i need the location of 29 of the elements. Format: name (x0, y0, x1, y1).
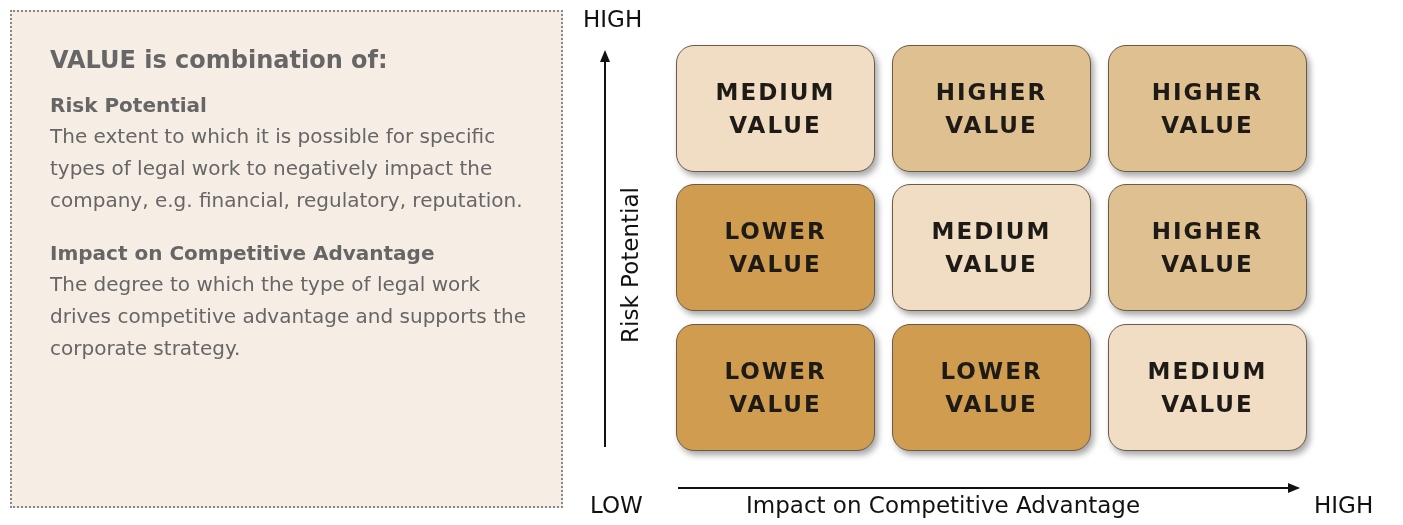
matrix-tile (892, 184, 1091, 311)
axis-title: Impact on Competitive Advantage (746, 492, 1141, 518)
tile-label: LOWER VALUE (723, 216, 828, 279)
matrix-tile (892, 45, 1091, 172)
tile-label: MEDIUM VALUE (714, 77, 837, 140)
matrix-tile (676, 184, 875, 311)
paragraph: The extent to which it is possible for specific types of legal work to negatively impact the company, e.g. financial, regulatory, reputation. (50, 123, 524, 214)
matrix-tile (1108, 184, 1307, 311)
axis-label: HIGH (583, 6, 643, 32)
tile-label: HIGHER VALUE (934, 77, 1049, 140)
matrix-tile (1108, 324, 1307, 451)
axis-title: Risk Potential (616, 187, 643, 343)
matrix-tile (676, 45, 875, 172)
matrix-tile (1108, 45, 1307, 172)
tile-label: MEDIUM VALUE (1146, 356, 1269, 419)
axis-label: LOW (590, 492, 643, 518)
paragraph: The degree to which the type of legal work drives competitive advantage and supports the corporate strategy. (50, 271, 527, 362)
tile-label: LOWER VALUE (723, 356, 828, 419)
axis-label: HIGH (1314, 492, 1374, 518)
tile-label: HIGHER VALUE (1150, 77, 1265, 140)
tile-label: MEDIUM VALUE (930, 216, 1053, 279)
matrix-tile (892, 324, 1091, 451)
heading: VALUE is combination of: (50, 46, 389, 74)
text-card (10, 10, 563, 508)
subheading: Impact on Competitive Advantage (50, 240, 436, 267)
matrix-tile (676, 324, 875, 451)
subheading: Risk Potential (50, 92, 208, 119)
tile-label: HIGHER VALUE (1150, 216, 1265, 279)
tile-label: LOWER VALUE (939, 356, 1044, 419)
